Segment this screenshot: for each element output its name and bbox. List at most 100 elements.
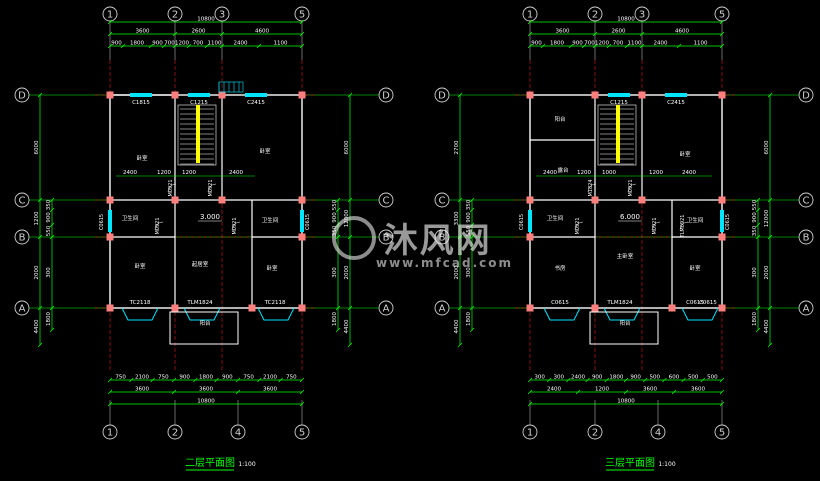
dim-left-value: 2700 [454,140,460,154]
room-name: 露台 [557,166,569,174]
window-top [665,93,687,97]
dim-left-detail-tick [49,305,55,311]
axis-right-label: C [383,196,390,207]
bay-window [257,307,295,321]
window-top-label: C1815 [132,100,150,106]
dim-top-detail-value: 1100 [208,41,222,47]
dim-left-detail-value: 350 [466,199,472,210]
dim-top-mid-tick [592,31,598,37]
dim-bottom-mid-tick [623,389,629,395]
structural-column [718,196,726,204]
dim-top-detail-value: 700 [613,41,624,47]
dim-left-detail-value: 300 [46,267,52,278]
dim-top-detail-tick [204,43,210,49]
window-bottom-label: C0615 [686,300,704,306]
room-name: 书房 [554,264,566,272]
dim-bottom-mid-value: 2400 [547,387,561,393]
axis-bottom-label: 5 [299,428,305,439]
room-name: 卫生间 [547,214,564,222]
dim-top-total-tick [527,19,533,25]
dim-right-value: 6000 [344,140,350,154]
room-name: 卫生间 [687,216,704,224]
dim-top-detail-value: 700 [584,41,595,47]
dim-top-detail-value: 1100 [274,41,288,47]
dim-bottom-detail-value: 600 [669,375,680,381]
dim-top-detail-tick [568,43,574,49]
bay-window [121,307,159,321]
dim-right-value: 6000 [764,140,770,154]
dim-right-detail-tick [755,207,761,213]
dim-right-detail-value: 1800 [752,312,758,326]
dim-top-detail-tick [639,43,645,49]
axis-top-label: 2 [592,10,598,21]
structural-column [106,91,114,99]
axis-right-label: D [802,91,810,102]
axis-bottom-label: 4 [655,428,661,439]
dim-right-detail-tick [755,197,761,203]
dim-right-value: 2000 [344,265,350,279]
window-side [108,210,112,232]
room-name: 卫生间 [122,214,139,222]
axis-bottom-label: 5 [719,428,725,439]
dim-right-detail-tick [335,305,341,311]
dim-bottom-detail-value: 1800 [609,375,623,381]
dim-top-detail-tick [527,43,533,49]
dim-top-detail-value: 900 [572,41,583,47]
dim-bottom-detail-tick [546,377,552,383]
structural-column [638,91,646,99]
window-side-label: C0615 [725,214,731,230]
dim-top-detail-tick [624,43,630,49]
dim-bottom-detail-value: 300 [554,375,565,381]
dim-top-detail-value: 1800 [550,41,564,47]
dim-left-tick [457,342,463,348]
structural-column [218,91,226,99]
dim-right-value: 4400 [764,319,770,333]
dim-left-detail-value: 550 [466,225,472,236]
dim-left-value: 4400 [454,319,460,333]
dim-bottom-detail-value: 2100 [135,375,149,381]
axis-right-label: B [383,233,390,244]
window-side [528,210,532,232]
balcony [589,311,659,345]
room-name: 卧室 [266,264,278,272]
floor-level: 3.000 [200,213,220,221]
dim-right-tick [767,305,773,311]
axis-right-label: B [803,233,810,244]
dim-right-tick [347,92,353,98]
dim-bottom-mid-value: 3600 [691,387,705,393]
axis-left-label: D [18,91,26,102]
dim-right-tick [767,342,773,348]
dim-top-detail-tick [161,43,167,49]
door-label: M0921 [232,217,238,234]
plan-scale: 1:100 [658,461,675,468]
dim-top-total-value: 10800 [197,17,215,23]
outer-wall [109,94,303,309]
dim-bottom-detail-tick [150,377,155,383]
axis-top-label: 5 [719,10,725,21]
axis-left-label: B [439,233,446,244]
door-swing [207,183,217,193]
dim-left-tick [37,234,43,240]
dim-right-value: 4400 [344,319,350,333]
window-bottom-label: TLM1824 [186,300,213,306]
dim-bottom-mid-value: 3600 [263,387,277,393]
axis-top-label: 1 [527,10,533,21]
dim-top-detail-value: 1200 [175,41,189,47]
axis-right-label: A [803,304,810,315]
dim-bottom-detail-tick [299,377,305,383]
dim-left-value: 4400 [34,319,40,333]
dim-bottom-mid-tick [527,389,533,395]
dim-bottom-detail-tick [585,377,590,383]
inner-dim-value: 1200 [157,170,171,176]
door-swing [167,183,177,193]
dim-left-value: 6000 [34,140,40,154]
dim-top-total-tick [299,19,305,25]
dim-top-mid-tick [219,31,225,37]
dim-right-detail-value: 550 [332,199,338,210]
axis-bottom-label: 1 [107,428,113,439]
door-swing [574,221,584,231]
dim-bottom-detail-tick [642,377,648,383]
plan-title: 三层平面图 [605,457,655,469]
door-label: M0921 [155,217,161,234]
dim-top-detail-value: 2400 [234,41,248,47]
